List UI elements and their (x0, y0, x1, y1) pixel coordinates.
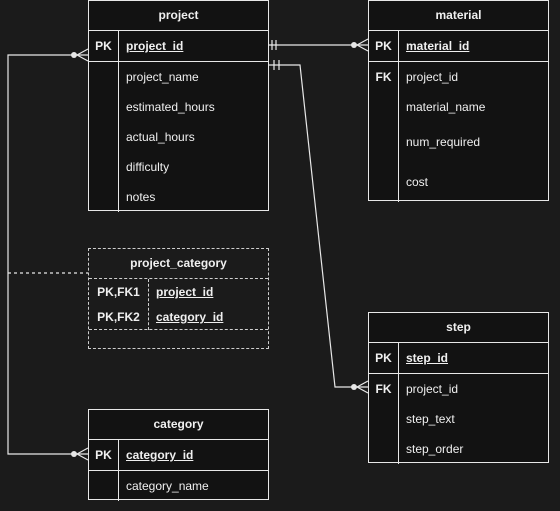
field-label: material_name (406, 100, 486, 114)
optional-marker (71, 451, 77, 457)
table-row[interactable]: step_order (369, 434, 548, 464)
table-step[interactable]: step PK step_id FK project_id step_text … (368, 312, 549, 464)
table-title: category (89, 410, 268, 440)
key-label (369, 434, 398, 464)
project-category-link (7, 54, 88, 455)
field-label: material_id (406, 39, 470, 53)
table-row[interactable]: PK step_id (369, 343, 548, 374)
table-row[interactable]: actual_hours (89, 122, 268, 152)
table-row[interactable]: notes (89, 182, 268, 212)
field-label: cost (406, 175, 429, 189)
table-row[interactable]: cost (369, 162, 548, 202)
key-label (89, 471, 118, 501)
field-label: category_name (126, 479, 209, 493)
field-label: project_name (126, 70, 199, 84)
table-title: project_category (89, 249, 268, 279)
key-label (89, 62, 118, 92)
table-row[interactable]: category_name (89, 471, 268, 501)
key-label (89, 92, 118, 122)
key-label: PK,FK1 (97, 285, 140, 299)
field-label: project_id (156, 285, 214, 299)
field-label: project_id (406, 382, 459, 396)
field-label: difficulty (126, 160, 170, 174)
field-label: num_required (406, 135, 481, 149)
optional-marker (351, 384, 357, 390)
key-label (369, 92, 398, 122)
field-label: project_id (406, 70, 459, 84)
key-label: PK,FK2 (97, 310, 140, 324)
field-label: step_id (406, 351, 449, 365)
field-label: step_text (406, 412, 455, 426)
project-step-link (268, 64, 368, 388)
table-row[interactable]: material_name (369, 92, 548, 122)
one-marker (271, 40, 277, 50)
field-label: category_id (156, 310, 224, 324)
key-label (369, 122, 398, 162)
field-label: notes (126, 190, 156, 204)
field-label: step_order (406, 442, 464, 456)
table-material[interactable]: material PK material_id FK project_id ma… (368, 0, 549, 202)
key-label (369, 162, 398, 202)
optional-marker (71, 52, 77, 58)
field-label: estimated_hours (126, 100, 215, 114)
table-title: project (89, 1, 268, 31)
field-label: category_id (126, 448, 194, 462)
table-project[interactable]: project PK project_id project_name estim… (88, 0, 269, 212)
key-label (89, 122, 118, 152)
field-label: actual_hours (126, 130, 195, 144)
table-row[interactable]: project_name (89, 62, 268, 92)
table-row[interactable]: FK project_id (369, 374, 548, 404)
table-row[interactable]: PK,FK1 project_id (89, 279, 268, 305)
key-label: FK (375, 382, 392, 396)
table-row[interactable]: step_text (369, 404, 548, 434)
table-category[interactable]: category PK category_id category_name (88, 409, 269, 501)
key-label (369, 404, 398, 434)
key-label: PK (95, 448, 112, 462)
table-row[interactable]: FK project_id (369, 62, 548, 92)
key-label: FK (375, 70, 392, 84)
one-marker (273, 60, 280, 70)
key-label: PK (375, 351, 392, 365)
table-row[interactable]: difficulty (89, 152, 268, 182)
key-label (89, 182, 118, 212)
table-title: material (369, 1, 548, 31)
table-row[interactable]: PK project_id (89, 31, 268, 62)
table-row[interactable]: num_required (369, 122, 548, 162)
table-row[interactable]: PK material_id (369, 31, 548, 62)
key-label: PK (95, 39, 112, 53)
table-row[interactable]: estimated_hours (89, 92, 268, 122)
field-label: project_id (126, 39, 184, 53)
table-title: step (369, 313, 548, 343)
key-label: PK (375, 39, 392, 53)
table-project-category[interactable]: project_category PK,FK1 project_id PK,FK… (88, 248, 269, 349)
key-label (89, 152, 118, 182)
table-row[interactable]: PK category_id (89, 440, 268, 471)
optional-marker (351, 42, 357, 48)
table-row[interactable]: PK,FK2 category_id (89, 305, 268, 330)
